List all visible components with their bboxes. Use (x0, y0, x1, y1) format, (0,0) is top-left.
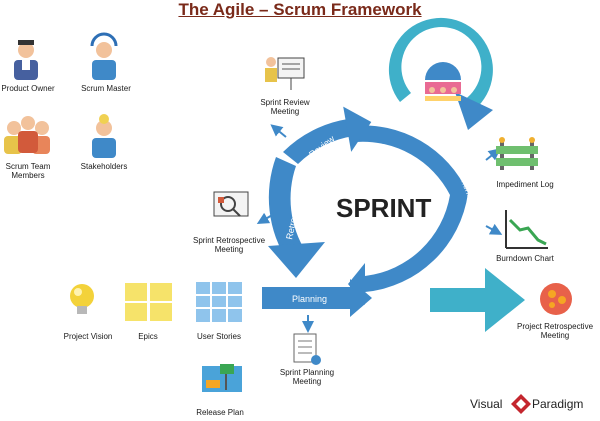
label-sprint-retro: Sprint Retrospective Meeting (192, 236, 266, 254)
visual-paradigm-logo-icon (511, 394, 531, 414)
epics-icon (125, 283, 172, 321)
label-project-retro: Project Retrospective Meeting (516, 322, 594, 340)
project-retro-arrow (430, 268, 525, 332)
project-vision-icon (70, 284, 94, 314)
burndown-chart-icon (505, 210, 548, 249)
planning-arrow (262, 279, 372, 317)
role-label-stakeholders: Stakeholders (80, 162, 128, 171)
visual-paradigm-brand: Visual Paradigm (470, 394, 600, 414)
label-epics: Epics (138, 332, 158, 341)
sprint-center-label: SPRINT (336, 193, 431, 223)
label-project-vision: Project Vision (63, 332, 113, 341)
review-arrowhead (343, 106, 372, 152)
label-burndown-chart: Burndown Chart (496, 254, 554, 263)
scrum-master-icon (90, 32, 118, 80)
user-stories-icon (196, 282, 242, 322)
label-sprint-planning: Sprint Planning Meeting (279, 368, 335, 386)
sprint-planning-icon (293, 333, 321, 365)
retrospect-arc (268, 157, 306, 262)
label-sprint-review: Sprint Review Meeting (260, 98, 310, 116)
cycle-label-planning: Planning (292, 294, 327, 304)
review-arc (283, 119, 354, 164)
scrum-team-icon (4, 116, 50, 154)
release-plan-icon (202, 364, 242, 392)
daily-scrum-arrowhead (455, 92, 493, 130)
role-label-scrum-master: Scrum Master (81, 84, 131, 93)
daily-scrum-icon (425, 62, 461, 101)
impediment-log-icon (496, 137, 538, 170)
sprint-retro-icon (213, 191, 249, 217)
role-label-product-owner: Product Owner (1, 84, 55, 93)
label-user-stories: User Stories (196, 332, 241, 341)
retrospect-arrowhead (268, 242, 325, 278)
brand-left-text: Visual (470, 397, 503, 411)
cycle-label-daily-scrum: Daily Scrum (423, 42, 470, 60)
to-sprint-retro (256, 212, 275, 225)
label-release-plan: Release Plan (196, 408, 244, 417)
label-impediment-log: Impediment Log (496, 180, 554, 189)
product-owner-icon (14, 40, 38, 80)
to-impediment (485, 148, 501, 161)
page-title: The Agile – Scrum Framework (178, 0, 422, 19)
implementation-arc (352, 125, 468, 293)
role-label-scrum-team: Scrum Team Members (5, 162, 51, 180)
to-burndown (485, 223, 503, 235)
brand-right-text: Paradigm (532, 397, 584, 411)
project-retro-icon (540, 283, 572, 315)
to-sprint-review (270, 124, 287, 138)
sprint-review-icon (265, 57, 305, 90)
stakeholders-icon (92, 114, 116, 158)
daily-scrum-loop (388, 17, 493, 110)
